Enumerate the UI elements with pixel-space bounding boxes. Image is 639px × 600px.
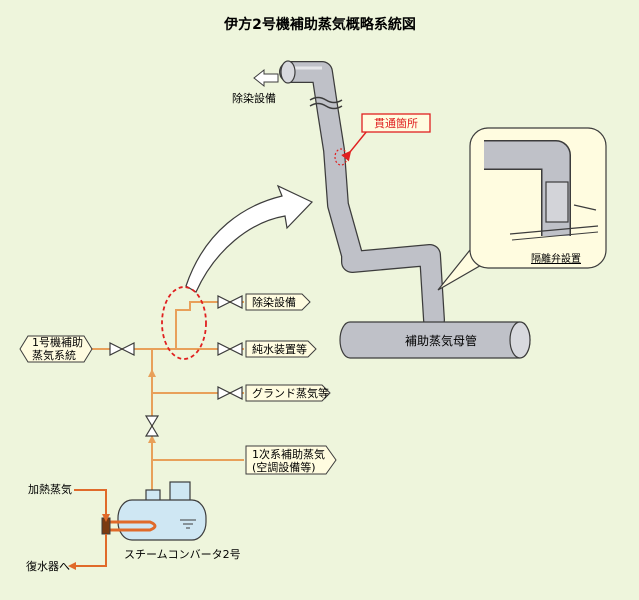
to-condenser-label: 復水器へ: [26, 560, 70, 573]
tag-unit1: 1号機補助 蒸気系統: [19, 335, 93, 363]
tag-decontamination-label: 除染設備: [252, 295, 296, 309]
callout-pipe-detail: [484, 140, 599, 241]
zoom-arrow: [185, 184, 314, 293]
tag-decontamination: 除染設備: [245, 293, 311, 311]
valve-vertical: [144, 415, 160, 437]
branch-highlight: [161, 286, 207, 360]
steam-converter-label: スチームコンバータ2号: [124, 548, 241, 561]
penetration-tag: [361, 113, 431, 133]
valve-gland: [217, 386, 243, 400]
pipe-outlet-end: [280, 60, 296, 84]
isolation-valve-label: 隔離弁設置: [531, 252, 581, 265]
condensate-out: [68, 534, 107, 570]
header-label: 補助蒸気母管: [405, 333, 477, 348]
tag-primary-aux-line2: (空調設備等): [252, 460, 316, 474]
tag-unit1-line1: 1号機補助: [32, 335, 83, 349]
header-pipe: [339, 321, 531, 359]
heating-steam-label: 加熱蒸気: [28, 482, 72, 496]
tag-gland-label: グランド蒸気等: [252, 386, 329, 400]
flow-arrow-up-2: [148, 435, 156, 443]
penetration-label: 貫通箇所: [374, 116, 418, 130]
valve-decontamination: [217, 295, 243, 309]
pipe-break-mark: [309, 96, 343, 110]
tag-primary-aux-line1: 1次系補助蒸気: [252, 447, 325, 461]
heating-steam-in: [74, 489, 110, 522]
tag-unit1-line2: 蒸気系統: [32, 348, 76, 362]
valve-pure-water: [217, 342, 243, 356]
tag-pure-water-label: 純水装置等: [252, 342, 307, 356]
decontamination-top-label: 除染設備: [232, 91, 276, 105]
flow-arrow-up: [148, 369, 156, 377]
tag-gland: グランド蒸気等: [245, 384, 331, 402]
diagram-title: 伊方2号機補助蒸気概略系統図: [223, 16, 416, 33]
valve-unit1: [109, 342, 135, 356]
tag-pure-water: 純水装置等: [245, 340, 317, 358]
steam-pipe-route: [279, 61, 445, 331]
penetration-leader: [341, 130, 368, 162]
tag-primary-aux: 1次系補助蒸気 (空調設備等): [245, 445, 337, 475]
outlet-arrow: [253, 68, 279, 88]
